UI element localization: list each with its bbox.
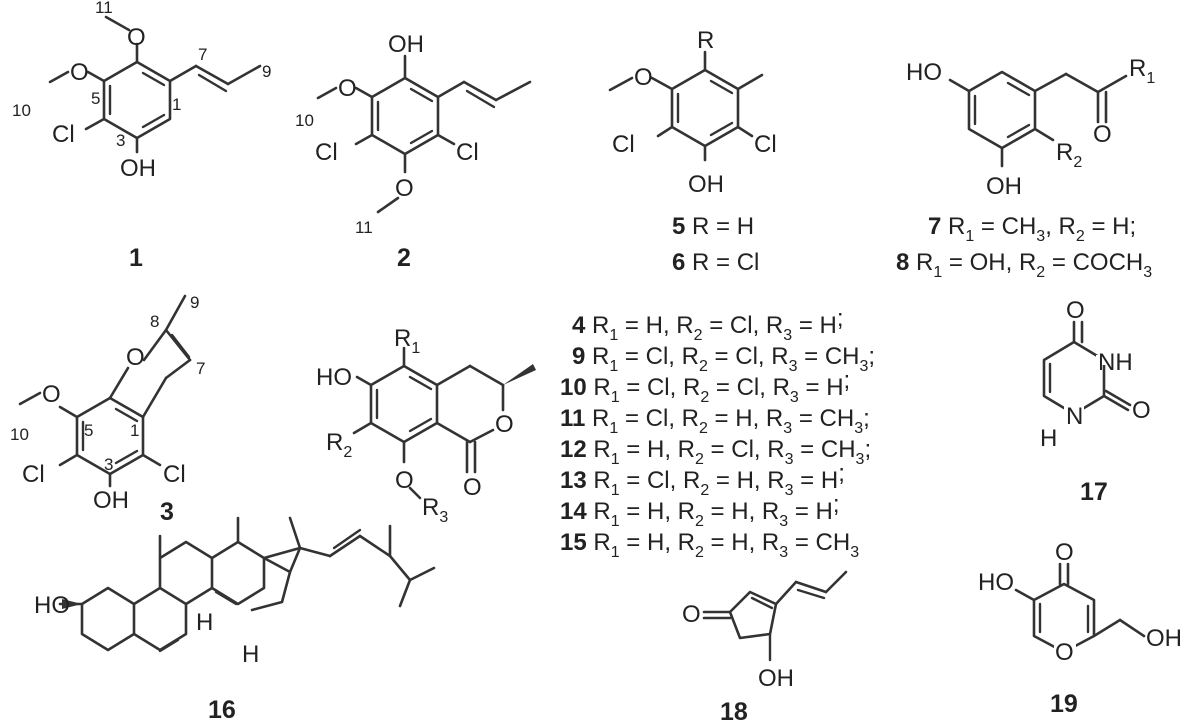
r-group-label: R [697,27,714,54]
position-number: 8 [150,312,159,331]
r1-label: R1 [394,325,420,357]
structure-compound-3: O O Cl Cl OH 9 8 7 1 5 3 10 3 [10,293,205,526]
hydrogen-label: H [1040,425,1057,452]
compound-number: 1 [129,244,143,272]
structure-compound-2: OH O Cl Cl O 10 11 2 [295,31,532,272]
oxygen-label: O [127,24,146,51]
position-number: 10 [12,101,31,120]
chlorine-label: Cl [52,121,75,148]
oxygen-label: O [1055,639,1074,666]
definition-6: 6 R = Cl [672,249,759,276]
definition-row: 9 R1 = Cl, R2 = Cl, R3 = CH3; [572,343,875,375]
compound-number: 17 [1080,478,1108,506]
nh-label: NH [1098,349,1133,376]
structure-compound-19: O HO O OH 19 [978,539,1182,718]
compound-number: 2 [397,244,411,272]
oxygen-label: O [395,467,414,494]
definition-row: 4 R1 = H, R2 = Cl, R3 = H; [572,305,844,344]
hydroxyl-label: OH [120,155,156,182]
definition-7: 7 R1 = CH3, R2 = H; [928,213,1136,245]
oxygen-label: O [495,411,514,438]
definition-row: 14 R1 = H, R2 = H, R3 = H; [560,491,840,530]
position-number: 9 [190,293,199,312]
hydroxyl-label: OH [388,31,424,58]
structure-compound-18: O OH 18 [682,570,848,726]
position-number: 10 [295,111,314,130]
definition-8: 8 R1 = OH, R2 = COCH3 [896,249,1152,281]
hydroxyl-label: HO [34,592,70,619]
chlorine-label: Cl [315,139,338,166]
position-number: 11 [355,218,373,237]
hydroxyl-label: OH [93,487,129,514]
r2-label: R2 [1056,139,1082,171]
substituent-definition-list: 4 R1 = H, R2 = Cl, R3 = H; 9 R1 = Cl, R2… [560,305,875,561]
position-number: 5 [84,421,93,440]
definition-row: 12 R1 = H, R2 = Cl, R3 = CH3; [560,436,871,468]
position-number: 5 [91,89,100,108]
structure-compounds-7-8: HO OH O R1 R2 7 R1 = CH3, R2 = H; 8 R1 =… [896,55,1155,281]
position-number: 9 [262,62,271,81]
hydroxyl-label: OH [688,171,724,198]
oxygen-label: O [338,75,357,102]
oxygen-label: O [42,381,61,408]
position-number: 11 [95,0,113,17]
hydroxyl-label: HO [978,569,1014,596]
definition-row: 15 R1 = H, R2 = H, R3 = CH3 [560,529,859,561]
oxygen-label: O [682,601,701,628]
oxygen-label: O [463,474,482,501]
position-number: 3 [116,131,125,150]
structure-compound-16: HO H H 16 [34,516,436,724]
oxygen-label: O [634,64,653,91]
compound-number: 16 [208,696,236,724]
r3-label: R3 [422,494,448,526]
position-number: 7 [196,359,205,378]
hydroxyl-label: OH [1146,625,1182,652]
oxygen-label: O [395,175,414,202]
definition-5: 5 R = H [672,213,754,240]
definition-row: 13 R1 = Cl, R2 = H, R3 = H; [560,460,845,499]
hydroxyl-label: HO [316,364,352,391]
oxygen-label: O [1093,121,1112,148]
hydroxyl-label: HO [906,59,942,86]
definition-row: 11 R1 = Cl, R2 = H, R3 = CH3; [560,405,870,437]
structure-compound-1: O O Cl OH 11 10 5 7 9 1 3 1 [12,0,271,272]
chlorine-label: Cl [754,131,777,158]
hydroxyl-label: OH [758,665,794,692]
compound-number: 19 [1050,690,1078,718]
oxygen-label: O [1132,397,1151,424]
position-number: 7 [198,45,207,64]
hydroxyl-label: OH [986,173,1022,200]
r1-label: R1 [1129,55,1155,87]
oxygen-label: O [70,59,89,86]
position-number: 3 [104,455,113,474]
position-number: 1 [130,421,139,440]
definition-row: 10 R1 = Cl, R2 = Cl, R3 = H; [560,367,850,406]
compound-number: 3 [160,498,174,526]
chlorine-label: Cl [456,139,479,166]
oxygen-label: O [1066,297,1085,324]
structure-compounds-5-6: R O Cl Cl OH 5 R = H 6 R = Cl [608,27,777,276]
structure-compound-17: O NH O N H 17 [1040,297,1151,506]
hydrogen-label: H [242,641,259,668]
oxygen-label: O [126,344,145,371]
chlorine-label: Cl [22,461,45,488]
position-number: 10 [10,425,29,444]
r2-label: R2 [326,429,352,461]
chlorine-label: Cl [163,461,186,488]
hydrogen-label: H [196,609,213,636]
structure-isochromanone-core: R1 HO R2 O O O R3 [316,325,536,526]
position-number: 1 [172,95,181,114]
nitrogen-label: N [1066,403,1083,430]
compound-number: 18 [720,698,748,726]
chlorine-label: Cl [612,131,635,158]
oxygen-label: O [1055,539,1074,566]
